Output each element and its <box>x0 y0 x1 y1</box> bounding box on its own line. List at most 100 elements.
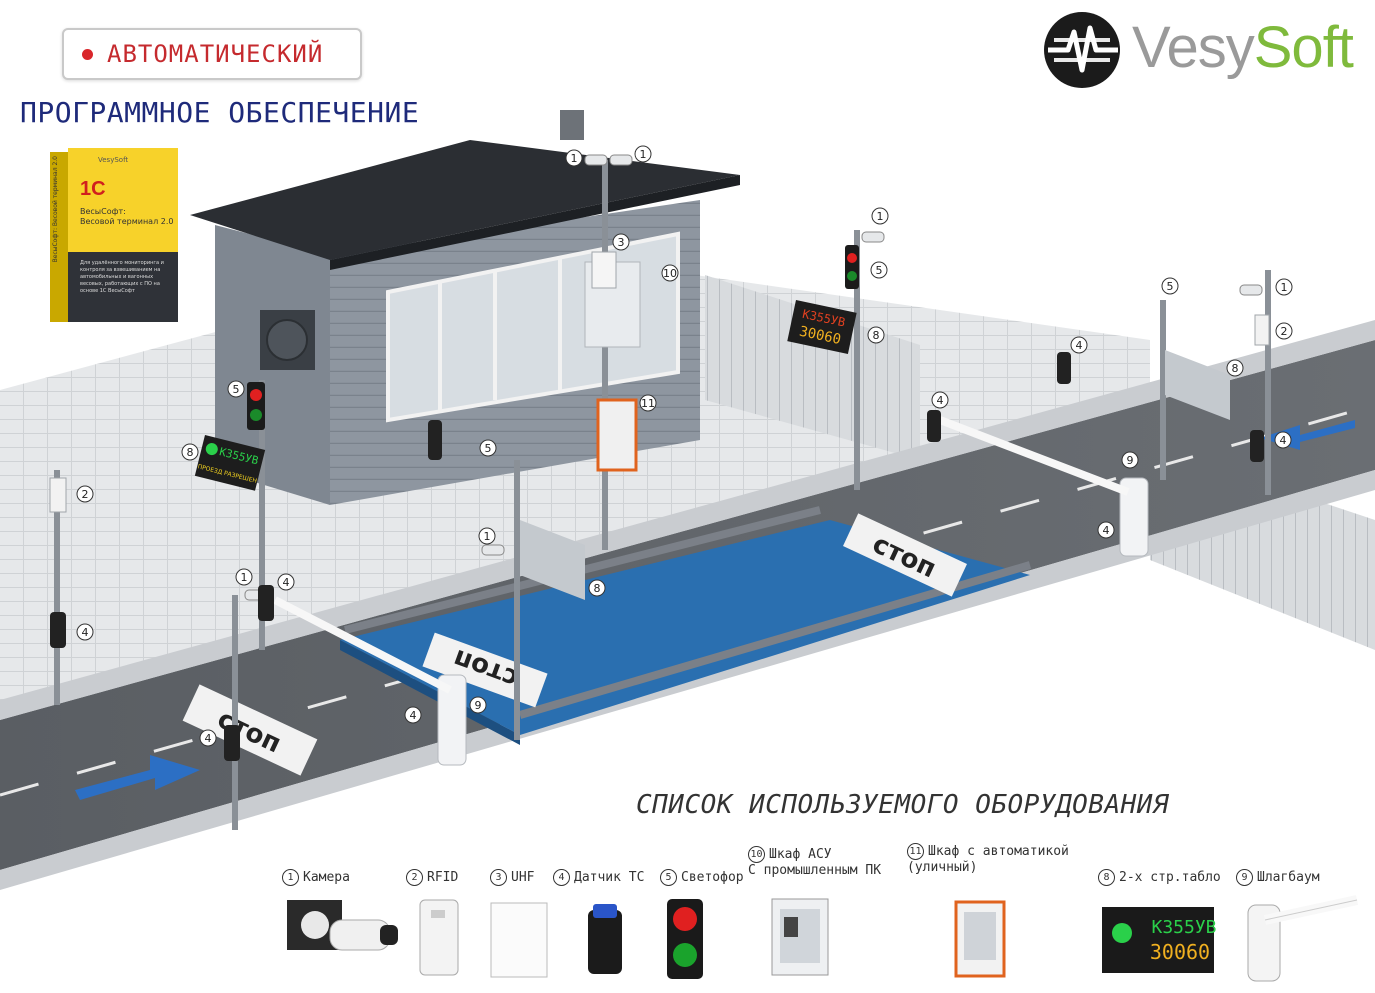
vesysoft-logo: VesySoft <box>1042 8 1362 92</box>
legend-label-2: (уличный) <box>907 860 978 875</box>
svg-text:4: 4 <box>1280 434 1287 447</box>
acs-cabinet-icon <box>771 898 829 976</box>
product-box-1c-logo: 1С <box>80 178 106 200</box>
svg-text:4: 4 <box>1103 524 1110 537</box>
legend-label: Камера <box>303 870 350 885</box>
svg-text:2: 2 <box>82 488 89 501</box>
legend-item-traffic-light: 5 Светофор <box>660 869 744 886</box>
svg-text:1: 1 <box>640 148 647 161</box>
legend-num: 4 <box>553 869 570 886</box>
legend-num: 11 <box>907 843 924 860</box>
legend-label: Шлагбаум <box>1257 870 1320 885</box>
outdoor-cabinet <box>596 398 638 472</box>
svg-text:4: 4 <box>205 732 212 745</box>
legend-label: Датчик ТС <box>574 870 645 885</box>
product-box: ВесыСофт: Весовой терминал 2.0 VesySoft … <box>50 148 178 326</box>
camera-icon <box>287 900 398 951</box>
barriers <box>273 416 1149 766</box>
legend-num: 10 <box>748 846 765 863</box>
legend-num: 8 <box>1098 869 1115 886</box>
equipment-list-title: СПИСОК ИСПОЛЬЗУЕМОГО ОБОРУДОВАНИЯ <box>636 790 1170 820</box>
traffic-lights <box>247 245 859 430</box>
svg-text:9: 9 <box>475 699 482 712</box>
record-dot-icon <box>82 48 93 60</box>
operator-booth <box>190 110 740 505</box>
display-board-top: К355УВ 30060 <box>787 300 857 354</box>
uhf-reader-icon <box>490 902 548 978</box>
legend-item-rfid: 2 RFID <box>406 869 458 886</box>
product-box-side-text: ВесыСофт: Весовой терминал 2.0 <box>52 156 59 263</box>
fence <box>705 275 920 460</box>
direction-arrow-left <box>75 755 200 800</box>
svg-text:4: 4 <box>1076 339 1083 352</box>
svg-text:2: 2 <box>1281 325 1288 338</box>
svg-text:10: 10 <box>663 267 677 280</box>
product-box-brand: VesySoft <box>98 156 129 164</box>
rfid-reader-icon <box>419 899 459 976</box>
product-box-name-1: ВесыСофт: <box>80 207 126 216</box>
svg-text:5: 5 <box>485 442 492 455</box>
legend-label-2: С промышленным ПК <box>748 863 882 878</box>
page-subtitle: ПРОГРАММНОЕ ОБЕСПЕЧЕНИЕ <box>20 96 420 129</box>
svg-text:5: 5 <box>1167 280 1174 293</box>
legend-display-plate: К355УВ <box>1151 917 1216 938</box>
logo-text-soft: Soft <box>1253 15 1354 80</box>
info-board-left <box>520 520 585 600</box>
display-board-left: К355УВ ПРОЕЗД РАЗРЕШЕН <box>194 435 266 491</box>
traffic-light-icon <box>667 899 703 979</box>
svg-text:9: 9 <box>1127 454 1134 467</box>
svg-text:8: 8 <box>594 582 601 595</box>
svg-text:11: 11 <box>641 397 655 410</box>
legend-display-weight: 30060 <box>1150 940 1210 964</box>
svg-text:4: 4 <box>410 709 417 722</box>
legend-label: Шкаф АСУ <box>769 847 832 862</box>
display-board-icon: К355УВ 30060 <box>1102 907 1216 973</box>
svg-text:1: 1 <box>241 571 248 584</box>
svg-text:1: 1 <box>571 152 578 165</box>
product-box-front-top: VesySoft 1С ВесыСофт: Весовой терминал 2… <box>68 148 178 252</box>
outdoor-cabinet-icon <box>954 900 1006 978</box>
legend-item-display: 8 2-х стр.табло <box>1098 869 1221 886</box>
equipment-callouts: 1 1 3 10 11 1 5 8 4 4 5 1 2 8 4 9 4 5 8 … <box>76 145 1293 747</box>
svg-text:1: 1 <box>484 530 491 543</box>
legend-item-sensor: 4 Датчик ТС <box>553 869 644 886</box>
product-box-description: Для удалённого мониторинга и контроля за… <box>80 260 164 294</box>
svg-text:1: 1 <box>877 210 884 223</box>
svg-text:4: 4 <box>937 394 944 407</box>
legend-num: 5 <box>660 869 677 886</box>
legend-num: 2 <box>406 869 423 886</box>
rfid-reader-right <box>1254 314 1270 346</box>
mode-badge: АВТОМАТИЧЕСКИЙ <box>62 28 362 80</box>
info-board-right <box>1165 350 1230 420</box>
vesysoft-logo-icon <box>1044 12 1120 88</box>
svg-text:3: 3 <box>618 236 625 249</box>
svg-text:5: 5 <box>233 383 240 396</box>
logo-text: VesySoft <box>1132 14 1354 81</box>
legend-label: RFID <box>427 870 459 885</box>
product-box-side: ВесыСофт: Весовой терминал 2.0 <box>50 152 68 322</box>
svg-text:8: 8 <box>1232 362 1239 375</box>
product-box-front-bottom: Для удалённого мониторинга и контроля за… <box>68 252 178 322</box>
legend-num: 9 <box>1236 869 1253 886</box>
legend-num: 3 <box>490 869 507 886</box>
logo-text-vesy: Vesy <box>1132 15 1255 80</box>
svg-text:8: 8 <box>187 446 194 459</box>
legend-label: 2-х стр.табло <box>1119 870 1221 885</box>
svg-text:4: 4 <box>82 626 89 639</box>
rfid-reader-left <box>49 477 67 513</box>
legend-label: Шкаф с автоматикой <box>928 844 1069 859</box>
legend-label: Светофор <box>681 870 744 885</box>
roof-chimney <box>560 110 584 140</box>
uhf-reader <box>591 251 617 289</box>
vehicle-sensor-icon <box>588 904 622 974</box>
legend-item-outdoor-cabinet: 11 Шкаф с автоматикой(уличный) <box>907 843 1069 875</box>
barrier-icon <box>1247 895 1359 982</box>
vehicle-sensors <box>50 352 1264 761</box>
product-box-name-2: Весовой терминал 2.0 <box>80 217 174 226</box>
legend-item-barrier: 9 Шлагбаум <box>1236 869 1320 886</box>
svg-text:8: 8 <box>873 329 880 342</box>
svg-text:1: 1 <box>1281 281 1288 294</box>
